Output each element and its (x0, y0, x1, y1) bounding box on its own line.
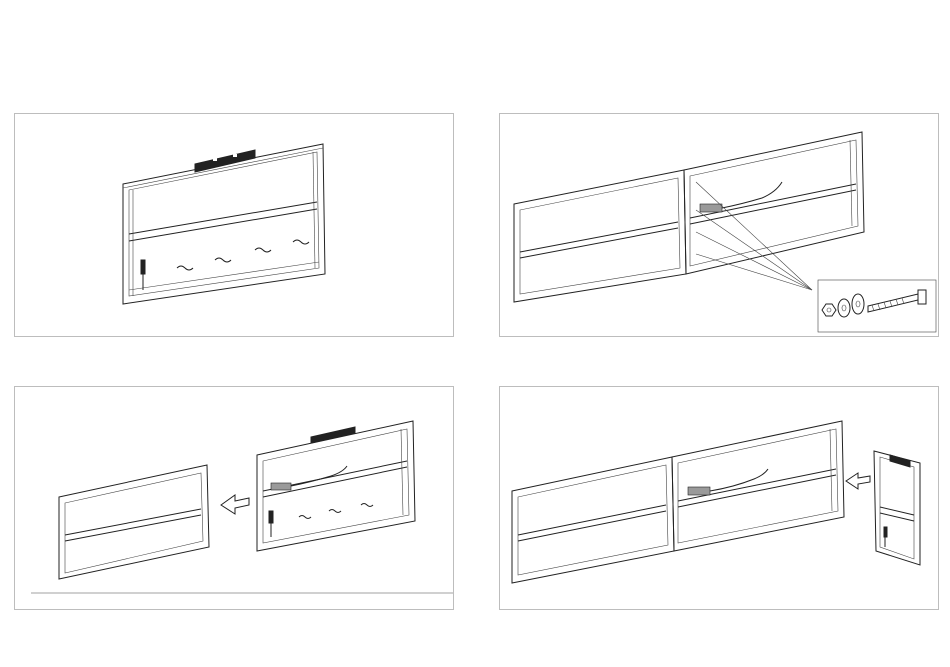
step-2-panel (499, 113, 939, 337)
step-4-panel (499, 386, 939, 610)
nut-icon (822, 304, 836, 316)
spirit-level-icon (195, 150, 255, 172)
step-3-panel (14, 386, 454, 610)
step-1-panel (14, 113, 454, 337)
step-3-illustration (15, 387, 455, 611)
bolt-guide-lines (696, 182, 812, 290)
center-mirror-frame (672, 421, 844, 551)
spirit-level-icon (890, 455, 910, 467)
bolt-set-detail (818, 280, 936, 332)
step-4-illustration (500, 387, 940, 611)
arrow-left-icon (846, 473, 870, 489)
mounting-hook-icon (299, 504, 373, 519)
step-2-illustration (500, 114, 940, 338)
mounting-hook-icon (177, 240, 309, 270)
left-mirror-frame (59, 465, 209, 579)
screwdriver-icon (884, 527, 887, 547)
screwdriver-icon (269, 511, 273, 537)
step-1-illustration (15, 114, 455, 338)
arrow-left-icon (221, 495, 249, 514)
incoming-mirror-frame (874, 451, 920, 565)
screwdriver-icon (141, 260, 145, 290)
led-driver-icon (271, 466, 347, 490)
spirit-level-icon (311, 427, 355, 443)
left-mirror-frame (512, 457, 674, 583)
bolt-icon (868, 290, 926, 312)
left-mirror-frame (514, 170, 686, 302)
right-mirror-frame (684, 132, 864, 274)
mirror-frame (123, 144, 325, 304)
washer-icon (838, 294, 864, 317)
